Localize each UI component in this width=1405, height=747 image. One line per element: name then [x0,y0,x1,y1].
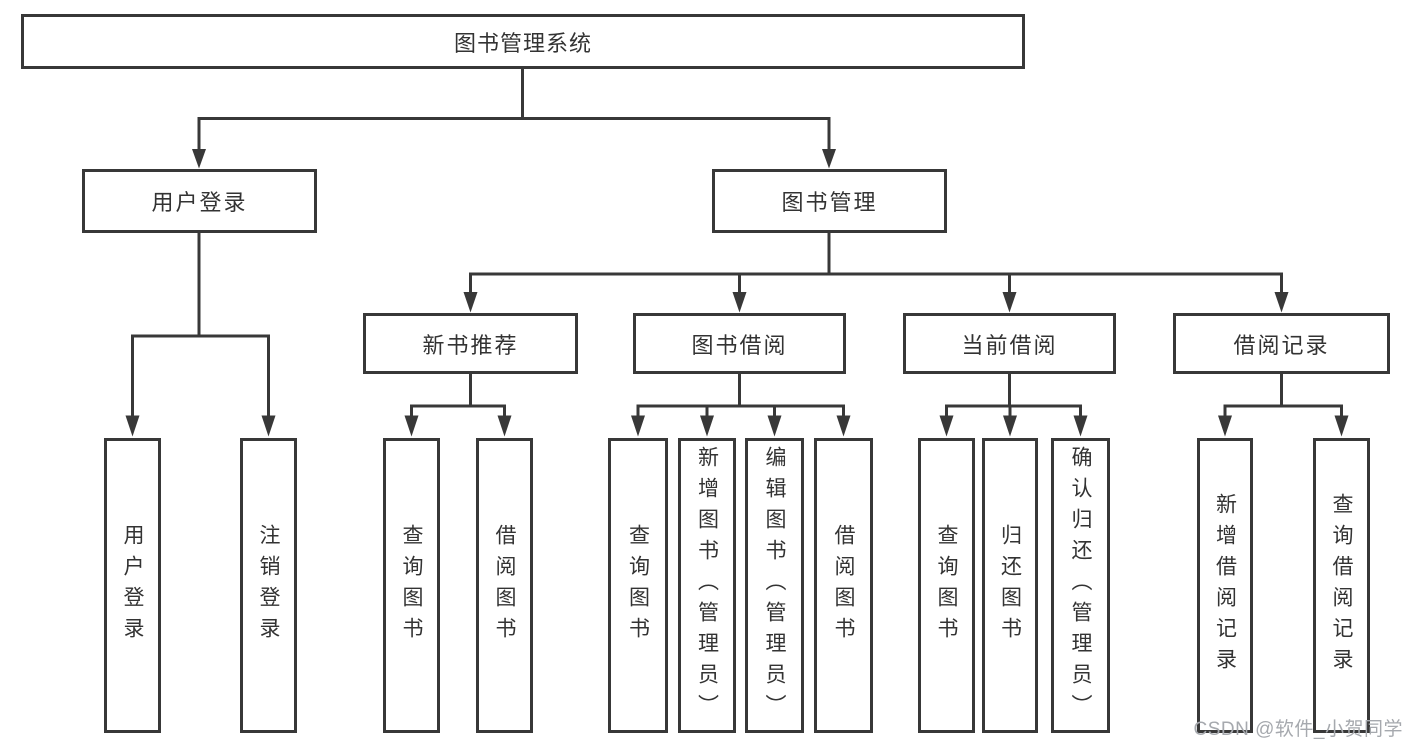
arrowhead-icon [463,292,478,313]
connectors-borrow-records [1218,373,1349,437]
leaf-query-books-borrow: 查询图书 [608,438,668,733]
leaf-query-books-recommend: 查询图书 [383,438,440,733]
leaf-logout: 注销登录 [240,438,297,733]
node-label: 查询借阅记录 [1330,492,1353,679]
arrowhead-icon [1334,415,1349,437]
node-label: 确认归还（管理员） [1069,446,1092,725]
connectors-book-borrow [631,373,851,437]
node-new-book-recommend: 新书推荐 [363,313,578,374]
connectors-new-book [404,373,512,437]
node-label: 查询图书 [400,523,423,648]
arrowhead-icon [700,415,714,437]
leaf-query-books-current: 查询图书 [918,438,975,733]
arrowhead-icon [1274,292,1289,313]
arrowhead-icon [497,415,512,437]
arrowhead-icon [1002,292,1017,313]
leaf-confirm-return-admin: 确认归还（管理员） [1051,438,1110,733]
leaf-edit-books-admin: 编辑图书（管理员） [745,438,804,733]
arrowhead-icon [1073,415,1088,437]
node-user-login: 用户登录 [82,169,317,233]
leaf-borrow-books-recommend: 借阅图书 [476,438,533,733]
leaf-return-books: 归还图书 [982,438,1038,733]
arrowhead-icon [822,149,836,169]
node-label: 用户登录 [151,190,248,215]
arrowhead-icon [939,415,954,437]
node-label: 新增借阅记录 [1213,492,1237,679]
connectors-current-borrow [939,373,1088,437]
connectors-book-management [463,232,1289,313]
node-label: 注销登录 [257,523,280,648]
node-label: 借阅记录 [1233,332,1330,358]
node-label: 查询图书 [935,523,958,648]
leaf-user-login: 用户登录 [104,438,161,733]
arrowhead-icon [732,292,747,313]
node-label: 借阅图书 [493,523,516,648]
watermark: CSDN @软件_小贺同学 [1193,719,1403,740]
node-label: 新增图书（管理员） [695,446,719,725]
node-root: 图书管理系统 [21,14,1025,69]
node-label: 查询图书 [626,523,650,648]
leaf-borrow-books: 借阅图书 [814,438,873,733]
leaf-add-books-admin: 新增图书（管理员） [678,438,736,733]
node-borrow-records: 借阅记录 [1173,313,1390,374]
leaf-query-borrow-record: 查询借阅记录 [1313,438,1370,733]
node-label: 图书管理系统 [453,30,592,56]
arrowhead-icon [192,149,206,169]
arrowhead-icon [125,415,140,437]
node-current-borrow: 当前借阅 [903,313,1116,374]
node-label: 新书推荐 [422,332,519,358]
node-label: 归还图书 [998,523,1022,648]
arrowhead-icon [1218,415,1232,437]
node-label: 编辑图书（管理员） [763,446,786,725]
node-label: 用户登录 [121,523,144,648]
node-label: 图书管理 [781,190,878,215]
arrowhead-icon [404,415,419,437]
arrowhead-icon [767,415,782,437]
node-label: 当前借阅 [961,332,1058,358]
connectors-user-login [125,232,276,437]
node-book-management: 图书管理 [712,169,947,233]
leaf-add-borrow-record: 新增借阅记录 [1197,438,1253,733]
arrowhead-icon [631,415,645,437]
node-book-borrow: 图书借阅 [633,313,846,374]
arrowhead-icon [261,415,276,437]
arrowhead-icon [836,415,851,437]
node-label: 借阅图书 [832,523,855,648]
node-label: 图书借阅 [691,332,788,358]
connectors-root [192,67,836,169]
arrowhead-icon [1003,415,1017,437]
